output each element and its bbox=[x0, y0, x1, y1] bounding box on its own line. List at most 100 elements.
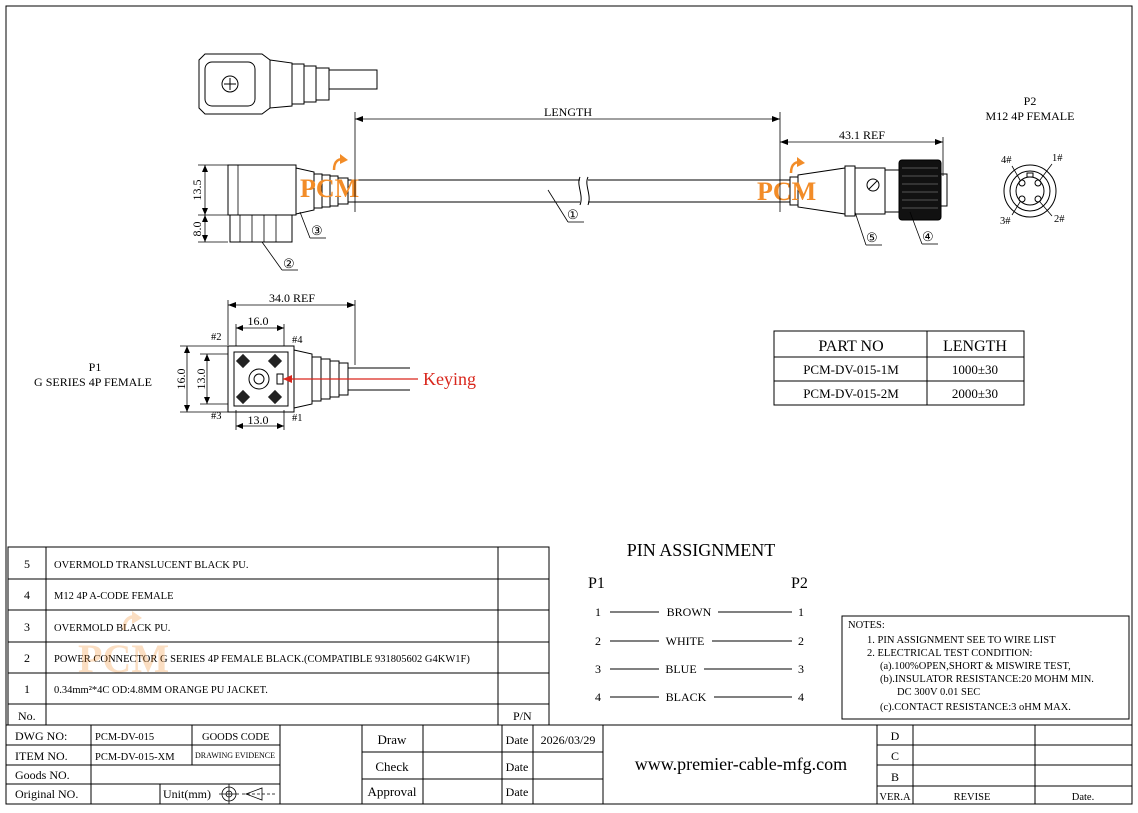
balloon-3: ③ bbox=[311, 223, 323, 238]
dim-13-5: 13.5 bbox=[190, 180, 204, 201]
wire-brown: BROWN bbox=[667, 605, 712, 619]
svg-text:PCM: PCM bbox=[78, 636, 169, 681]
approval-label: Approval bbox=[367, 784, 416, 799]
svg-text:4: 4 bbox=[798, 690, 804, 704]
item-no-label: ITEM NO. bbox=[15, 749, 68, 763]
bom-desc-3: OVERMOLD BLACK PU. bbox=[54, 623, 170, 634]
bom-col-no: No. bbox=[18, 709, 36, 723]
g-pin-1: #1 bbox=[292, 413, 303, 424]
length-label: LENGTH bbox=[544, 105, 592, 119]
g-pin-2: #2 bbox=[211, 332, 222, 343]
p1-name: G SERIES 4P FEMALE bbox=[34, 375, 152, 389]
original-no-label: Original NO. bbox=[15, 787, 78, 801]
bom-no-5: 5 bbox=[24, 557, 30, 571]
g-pin-4: #4 bbox=[292, 335, 303, 346]
projection-symbol-icon bbox=[219, 784, 276, 804]
m12-pin-4: 4# bbox=[1001, 155, 1012, 166]
svg-text:(c).CONTACT RESISTANCE:3 oHM M: (c).CONTACT RESISTANCE:3 oHM MAX. bbox=[880, 702, 1071, 713]
item-no-value: PCM-DV-015-XM bbox=[95, 752, 175, 763]
part-row1-no: PCM-DV-015-1M bbox=[803, 362, 899, 377]
m12-face-icon bbox=[1003, 163, 1057, 218]
part-row2-length: 2000±30 bbox=[952, 386, 998, 401]
draw-date-value: 2026/03/29 bbox=[541, 733, 596, 747]
wire-white: WHITE bbox=[666, 634, 705, 648]
svg-text:PCM: PCM bbox=[300, 174, 359, 203]
part-header-length: LENGTH bbox=[943, 338, 1007, 355]
pin-assignment: PIN ASSIGNMENT P1 P2 1 BROWN 1 2 WHITE 2… bbox=[588, 540, 808, 704]
bom-desc-4: M12 4P A-CODE FEMALE bbox=[54, 591, 174, 602]
rev-c: C bbox=[891, 749, 899, 763]
svg-text:(b).INSULATOR RESISTANCE:20 MO: (b).INSULATOR RESISTANCE:20 MOHM MIN. bbox=[880, 674, 1094, 685]
date-label-approval: Date bbox=[506, 785, 529, 799]
rev-d: D bbox=[891, 729, 900, 743]
g-connector-top-view bbox=[198, 53, 378, 115]
date-label-draw: Date bbox=[506, 733, 529, 747]
check-label: Check bbox=[375, 759, 409, 774]
p2-label: P2 bbox=[1024, 94, 1037, 108]
notes-title: NOTES: bbox=[848, 620, 885, 631]
rev-b: B bbox=[891, 770, 899, 784]
pin-assignment-title: PIN ASSIGNMENT bbox=[627, 540, 776, 560]
pcm-watermark-logo: PCM bbox=[78, 611, 169, 681]
svg-text:1. PIN ASSIGNMENT SEE TO WIRE: 1. PIN ASSIGNMENT SEE TO WIRE LIST bbox=[867, 635, 1056, 646]
part-row2-no: PCM-DV-015-2M bbox=[803, 386, 899, 401]
goods-no-label: Goods NO. bbox=[15, 768, 70, 782]
dwg-no-label: DWG NO: bbox=[15, 729, 67, 743]
sheet-border bbox=[5, 5, 1133, 805]
title-block: DWG NO: PCM-DV-015 GOODS CODE ITEM NO. P… bbox=[6, 724, 1132, 804]
dim-43-ref: 43.1 REF bbox=[780, 128, 944, 176]
dim-length: LENGTH bbox=[354, 105, 781, 212]
svg-text:1: 1 bbox=[798, 605, 804, 619]
svg-text:4: 4 bbox=[595, 690, 601, 704]
balloon-4: ④ bbox=[922, 229, 934, 244]
svg-text:PCM: PCM bbox=[757, 177, 816, 206]
pcm-logo-right: PCM bbox=[757, 157, 816, 206]
pin-right-header: P2 bbox=[791, 575, 808, 592]
dim-16-top: 16.0 bbox=[248, 314, 269, 328]
goods-code-label: GOODS CODE bbox=[202, 732, 269, 743]
balloon-5: ⑤ bbox=[866, 230, 878, 245]
balloon-1: ① bbox=[567, 207, 579, 222]
m12-pin-2: 2# bbox=[1054, 214, 1065, 225]
svg-text:3: 3 bbox=[595, 662, 601, 676]
ver-label: VER.A bbox=[879, 792, 911, 803]
bom-desc-1: 0.34mm²*4C OD:4.8MM ORANGE PU JACKET. bbox=[54, 685, 268, 696]
svg-text:2: 2 bbox=[798, 634, 804, 648]
keying-callout: Keying bbox=[283, 369, 476, 389]
keying-label: Keying bbox=[423, 369, 476, 389]
g-series-face-view: 34.0 REF 16.0 16.0 13.0 bbox=[174, 291, 410, 430]
date-label-check: Date bbox=[506, 760, 529, 774]
bom-col-pn: P/N bbox=[513, 709, 532, 723]
rev-date-label: Date. bbox=[1072, 792, 1094, 803]
balloon-callouts: ① ② ③ ④ ⑤ bbox=[261, 189, 938, 271]
notes-box: NOTES: 1. PIN ASSIGNMENT SEE TO WIRE LIS… bbox=[841, 615, 1130, 720]
ref-34-0: 34.0 REF bbox=[269, 291, 315, 305]
part-header-part-no: PART NO bbox=[818, 338, 883, 355]
g-connector-side-view: 13.5 8.0 bbox=[190, 159, 948, 243]
bom-no-1: 1 bbox=[24, 682, 30, 696]
p2-name: M12 4P FEMALE bbox=[986, 109, 1075, 123]
bom-no-2: 2 bbox=[24, 651, 30, 665]
bom-no-3: 3 bbox=[24, 620, 30, 634]
wire-black: BLACK bbox=[666, 690, 707, 704]
svg-text:DC 300V 0.01 SEC: DC 300V 0.01 SEC bbox=[897, 687, 980, 698]
dim-16-side: 16.0 bbox=[174, 369, 188, 390]
bom-desc-5: OVERMOLD TRANSLUCENT BLACK PU. bbox=[54, 560, 248, 571]
dwg-no-value: PCM-DV-015 bbox=[95, 732, 154, 743]
unit-label: Unit(mm) bbox=[163, 787, 211, 801]
svg-text:2: 2 bbox=[595, 634, 601, 648]
part-row1-length: 1000±30 bbox=[952, 362, 998, 377]
p1-label: P1 bbox=[89, 360, 102, 374]
svg-text:3: 3 bbox=[798, 662, 804, 676]
bom-desc-2: POWER CONNECTOR G SERIES 4P FEMALE BLACK… bbox=[54, 654, 470, 665]
balloon-2: ② bbox=[283, 256, 295, 271]
g-pin-3: #3 bbox=[211, 411, 222, 422]
dim-13-bottom: 13.0 bbox=[248, 413, 269, 427]
dim-8-0: 8.0 bbox=[190, 222, 204, 237]
company-website: www.premier-cable-mfg.com bbox=[635, 754, 847, 774]
draw-label: Draw bbox=[378, 732, 407, 747]
part-number-table: PART NO LENGTH PCM-DV-015-1M 1000±30 PCM… bbox=[773, 330, 1025, 406]
bom-table: 5 OVERMOLD TRANSLUCENT BLACK PU. 4 M12 4… bbox=[7, 546, 550, 726]
pin-left-header: P1 bbox=[588, 575, 605, 592]
